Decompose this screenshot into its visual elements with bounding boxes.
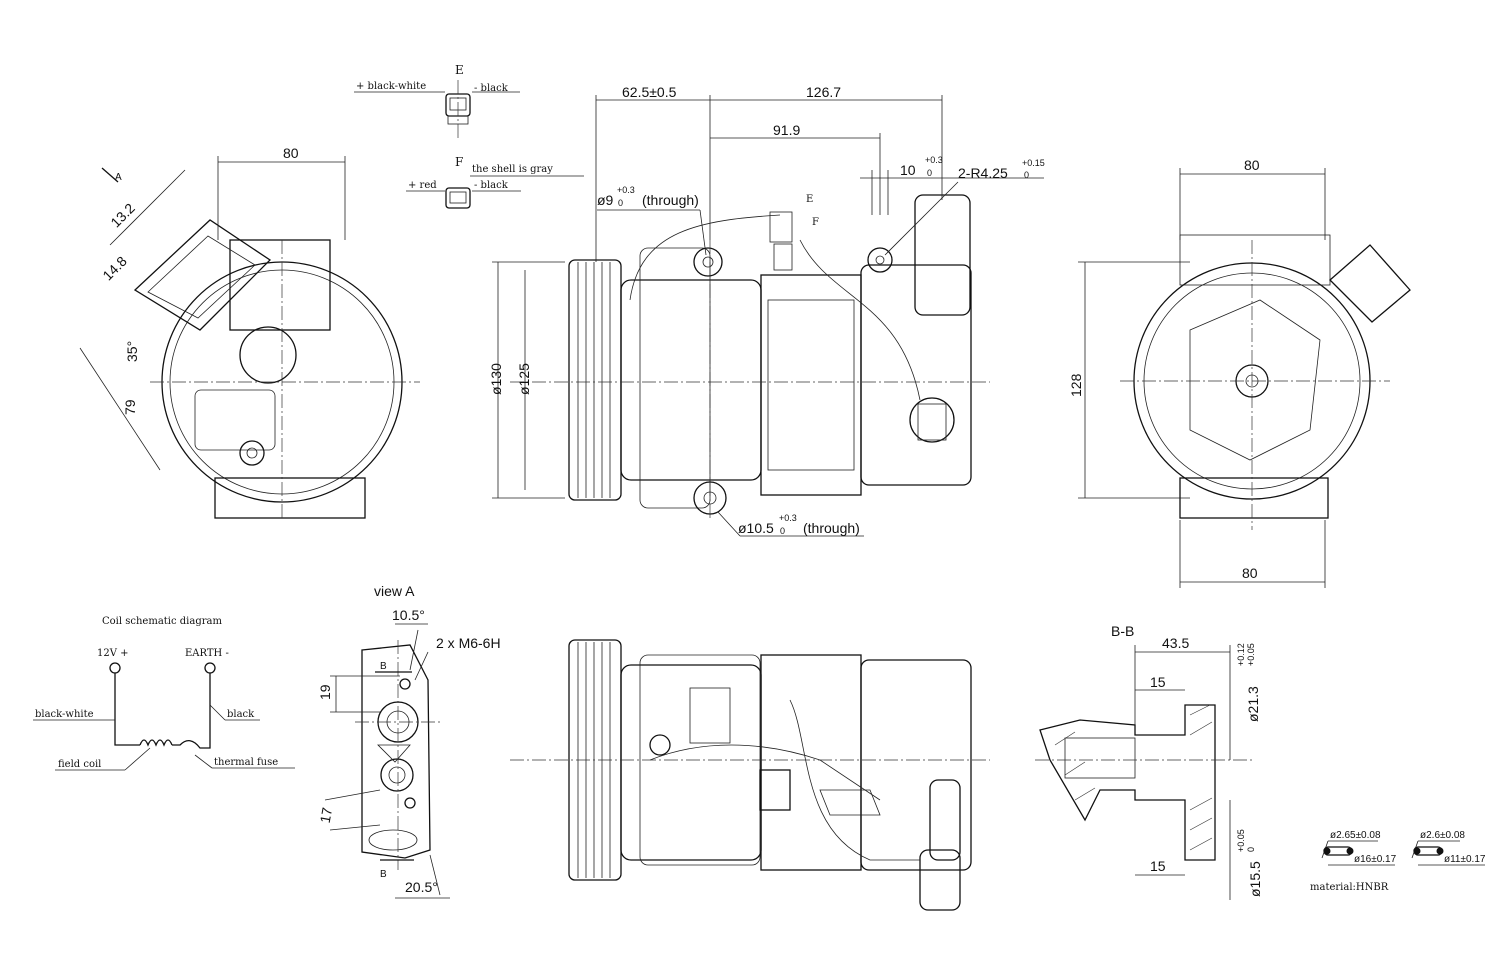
connector-f-plus: + red [408, 180, 437, 191]
tag-e: E [806, 194, 813, 205]
left-width-dim: 80 [283, 145, 299, 161]
left-dim-13-2: 13.2 [107, 200, 138, 231]
dim-126-7: 126.7 [806, 84, 841, 100]
connector-f: F the shell is gray + red - black [406, 155, 584, 209]
left-view: 80 13.2 14.8 35° 79 A [79, 145, 420, 520]
right-bottom-width: 80 [1242, 565, 1258, 581]
section-mark-b-top: B [380, 661, 387, 672]
left-angle: 35° [124, 341, 140, 362]
right-top-width: 80 [1244, 157, 1260, 173]
oring-2-inner: ø11±0.17 [1444, 854, 1486, 865]
connector-e-label: E [455, 63, 464, 77]
left-dim-79: 79 [122, 399, 138, 415]
section-bb: B-B 43.5 15 15 ø21.3 +0.12 +0.05 ø15.5 +… [1035, 623, 1263, 900]
right-height: 128 [1068, 373, 1084, 397]
hole-top-tol-lower: 0 [618, 198, 623, 208]
hole-top-callout: ø9 [597, 192, 614, 208]
hole-bottom-tol-upper: +0.3 [779, 513, 797, 523]
section-mark-b-bottom: B [380, 869, 387, 880]
connector-f-label: F [455, 155, 463, 169]
coil-wire-left: black-white [35, 709, 94, 720]
bb-dia1-tol-upper: +0.12 [1236, 643, 1246, 666]
dim-10-tol-upper: +0.3 [925, 155, 943, 165]
fuse-label: thermal fuse [214, 757, 278, 768]
oring-2-section: ø2.6±0.08 [1420, 830, 1465, 841]
view-a-dim-19: 19 [317, 684, 333, 700]
radius-tol-upper: +0.15 [1022, 158, 1045, 168]
dim-130: ø130 [488, 363, 504, 395]
view-a-angle-bottom: 20.5° [405, 879, 438, 895]
left-dim-14-8: 14.8 [99, 253, 130, 284]
view-a-title: view A [374, 583, 415, 599]
bb-dia2-tol-upper: +0.05 [1236, 829, 1246, 852]
connector-f-minus: - black [474, 180, 509, 191]
tag-f: F [812, 217, 819, 228]
oring-1-section: ø2.65±0.08 [1330, 830, 1381, 841]
view-a: view A 10.5° 2 x M6-6H B 19 17 B 20.5° [317, 583, 501, 899]
hole-bottom-callout: ø10.5 [738, 520, 774, 536]
thread-callout: 2 x M6-6H [436, 635, 501, 651]
dim-62-5: 62.5±0.5 [622, 84, 677, 100]
coil-earth: EARTH - [185, 648, 229, 659]
bb-dia-15-5: ø15.5 [1247, 861, 1263, 897]
view-a-dim-17: 17 [317, 806, 335, 824]
connector-e: E + black-white - black [354, 63, 520, 140]
dim-91-9: 91.9 [773, 122, 800, 138]
bb-dia2-tol-lower: 0 [1246, 847, 1256, 852]
coil-schematic: Coil schematic diagram 12V + EARTH - bla… [33, 616, 295, 771]
connector-e-minus: - black [474, 83, 509, 94]
hole-top-tol-upper: +0.3 [617, 185, 635, 195]
hole-bottom-note: (through) [803, 520, 860, 536]
coil-wire-right: black [227, 709, 255, 720]
bottom-view [510, 639, 990, 911]
bb-dia1-tol-lower: +0.05 [1246, 643, 1256, 666]
radius-callout: 2-R4.25 [958, 165, 1008, 181]
oring-1-inner: ø16±0.17 [1354, 854, 1397, 865]
view-a-arrow: A [115, 172, 122, 183]
coil-label: field coil [58, 759, 101, 770]
dim-10: 10 [900, 162, 916, 178]
hole-bottom-tol-lower: 0 [780, 526, 785, 536]
view-a-angle-top: 10.5° [392, 607, 425, 623]
radius-tol-lower: 0 [1024, 170, 1029, 180]
coil-plus: 12V + [97, 648, 129, 659]
oring-2: ø2.6±0.08 ø11±0.17 [1411, 830, 1486, 866]
dim-125: ø125 [516, 363, 532, 395]
right-view: 80 128 80 [1068, 157, 1411, 588]
bb-dim-43-5: 43.5 [1162, 635, 1189, 651]
front-view: 62.5±0.5 126.7 91.9 10 +0.3 0 2-R4.25 +0… [488, 84, 1045, 537]
connector-f-note: the shell is gray [472, 164, 553, 175]
hole-top-note: (through) [642, 192, 699, 208]
section-bb-title: B-B [1111, 623, 1134, 639]
bb-dia-21-3: ø21.3 [1245, 686, 1261, 722]
bb-dim-15-bottom: 15 [1150, 858, 1166, 874]
coil-title: Coil schematic diagram [102, 616, 222, 627]
dim-10-tol-lower: 0 [927, 168, 932, 178]
oring-1: ø2.65±0.08 ø16±0.17 [1321, 830, 1397, 866]
material-note: material:HNBR [1310, 882, 1389, 893]
bb-dim-15-top: 15 [1150, 674, 1166, 690]
connector-e-plus: + black-white [356, 81, 426, 92]
